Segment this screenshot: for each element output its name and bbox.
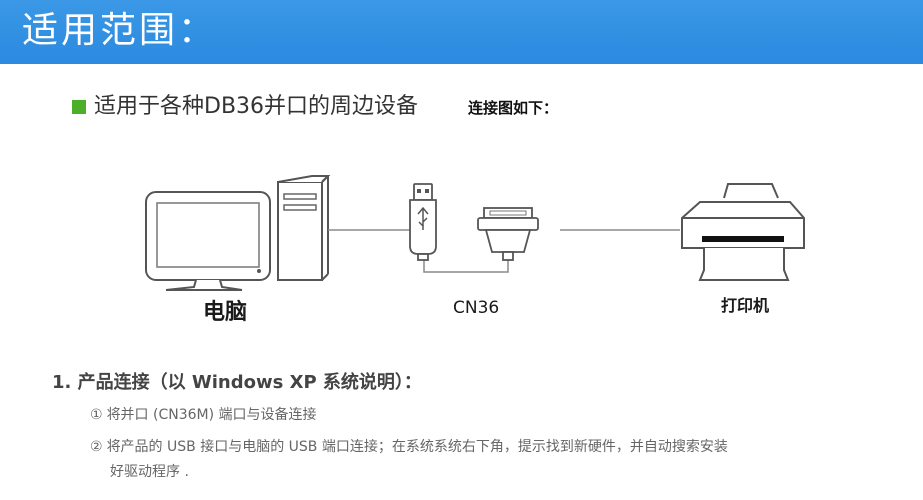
computer-label: 电脑 [203,300,248,325]
step-number: ① [90,407,103,423]
subtitle-text: 适用于各种DB36并口的周边设备 [94,94,419,119]
section-title: 1. 产品连接（以 Windows XP 系统说明）： [52,372,422,393]
monitor-icon [145,191,271,291]
step-text: 将并口 (CN36M) 端口与设备连接 [106,407,317,423]
connection-diagram [145,175,805,291]
printer-label: 打印机 [721,296,770,315]
step-text: 将产品的 USB 接口与电脑的 USB 端口连接；在系统系统右下角，提示找到新硬… [106,439,728,455]
bullet-square-icon [72,100,86,114]
subtitle-suffix: 连接图如下： [468,99,559,117]
page-title: 适用范围： [22,10,218,51]
header-bar: 适用范围： [0,0,923,64]
usb-plug-icon [409,183,437,261]
usb-cable-line [328,229,680,273]
step-text-continuation: 好驱动程序 . [110,464,189,480]
cable-label: CN36 [453,298,500,318]
step-number: ② [90,439,103,455]
printer-icon [681,183,805,281]
cn36-connector-icon [477,207,539,261]
pc-tower-icon [277,175,331,281]
